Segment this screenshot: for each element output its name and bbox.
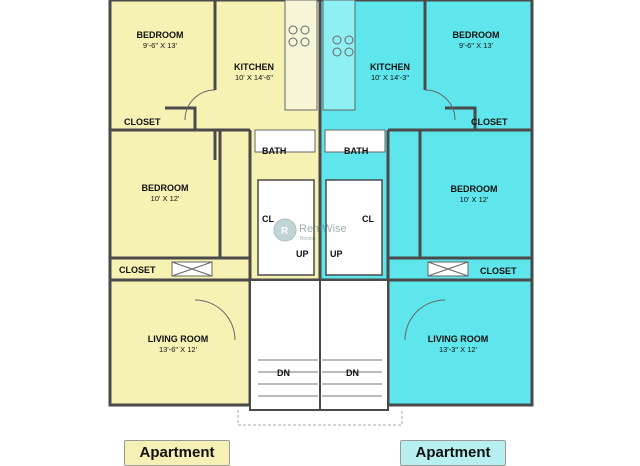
svg-text:R: R [281,226,289,237]
right-bedroom-mid-label: BEDROOM [451,184,498,194]
right-bedroom-mid-dim: 10' X 12' [460,195,489,204]
left-closet-mid-label: CLOSET [119,265,156,275]
left-kitchen-dim: 10' X 14'-6" [235,73,273,82]
right-living-label: LIVING ROOM [428,334,489,344]
apartment-right-button[interactable]: Apartment [400,440,506,466]
apartment-left-button[interactable]: Apartment [124,440,230,466]
right-living-dim: 13'-3" X 12' [439,345,478,354]
left-bedroom-top-label: BEDROOM [137,30,184,40]
left-living-dim: 13'-6" X 12' [159,345,198,354]
right-closet-top-label: CLOSET [471,117,508,127]
left-stairs-down-label: DN [277,368,290,378]
watermark-brand: RentWise [299,223,347,235]
left-bedroom-mid-dim: 10' X 12' [151,194,180,203]
left-stairs-up-label: UP [296,249,309,259]
right-kitchen-label: KITCHEN [370,62,410,72]
watermark-sub: Boston [300,236,316,242]
left-bath-label: BATH [262,146,286,156]
right-bedroom-top-dim: 9'-6" X 13' [459,41,493,50]
right-bedroom-top-label: BEDROOM [453,30,500,40]
right-cl-label: CL [362,214,374,224]
left-living-label: LIVING ROOM [148,334,209,344]
left-kitchen-label: KITCHEN [234,62,274,72]
stair-top-right [325,179,383,276]
right-bath-label: BATH [344,146,368,156]
left-closet-top-label: CLOSET [124,117,161,127]
right-kitchen-counter [322,0,356,111]
right-closet-mid-label: CLOSET [480,266,517,276]
left-cl-label: CL [262,214,274,224]
right-stairs-down-label: DN [346,368,359,378]
left-bath-fixtures [254,129,316,153]
right-bath-fixtures [324,129,386,153]
left-kitchen-counter [284,0,318,111]
left-bedroom-top-dim: 9'-6" X 13' [143,41,177,50]
left-bedroom-mid-label: BEDROOM [142,183,189,193]
rentwise-watermark: R RentWise Boston [273,218,347,242]
right-kitchen-dim: 10' X 14'-3" [371,73,409,82]
right-stairs-up-label: UP [330,249,343,259]
